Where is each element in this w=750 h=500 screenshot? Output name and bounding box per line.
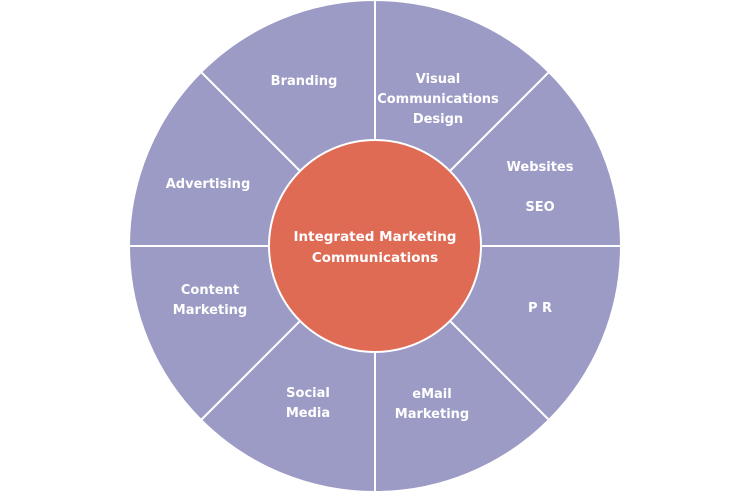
segment-label-branding: Branding: [271, 74, 338, 89]
segment-label-pr: P R: [528, 301, 552, 316]
segment-label-advertising: Advertising: [166, 177, 251, 192]
center-circle: [268, 139, 482, 353]
